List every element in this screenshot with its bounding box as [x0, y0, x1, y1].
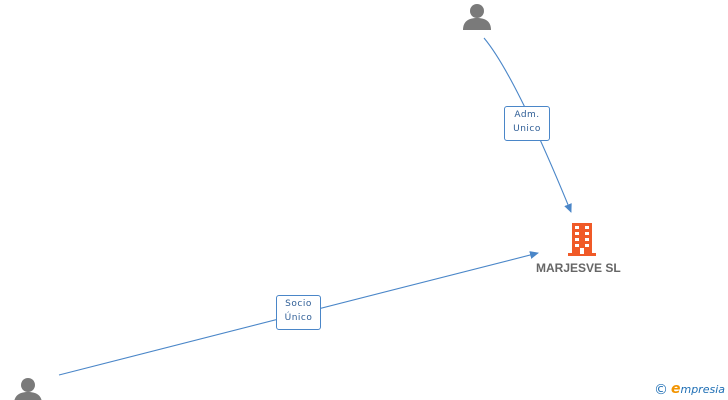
person-icon[interactable]	[13, 376, 43, 400]
relation-label-line: Socio	[285, 299, 312, 309]
brand-name: mpresia	[680, 383, 725, 396]
brand-e: e	[670, 381, 681, 397]
relation-label-line: Único	[284, 313, 313, 323]
company-name[interactable]: MARJESVE SL	[536, 261, 621, 275]
relation-label-line: Unico	[513, 124, 541, 134]
relation-label-socio-unico: Socio Único	[276, 295, 321, 330]
building-icon[interactable]	[566, 222, 598, 256]
relation-label-line: Adm.	[514, 110, 540, 120]
edge-adm-unico	[483, 37, 572, 213]
copyright-icon: ©	[653, 382, 668, 398]
relation-label-adm-unico: Adm. Unico	[504, 106, 550, 141]
empresia-logo: ©empresia	[654, 381, 725, 398]
person-icon[interactable]	[462, 2, 492, 30]
